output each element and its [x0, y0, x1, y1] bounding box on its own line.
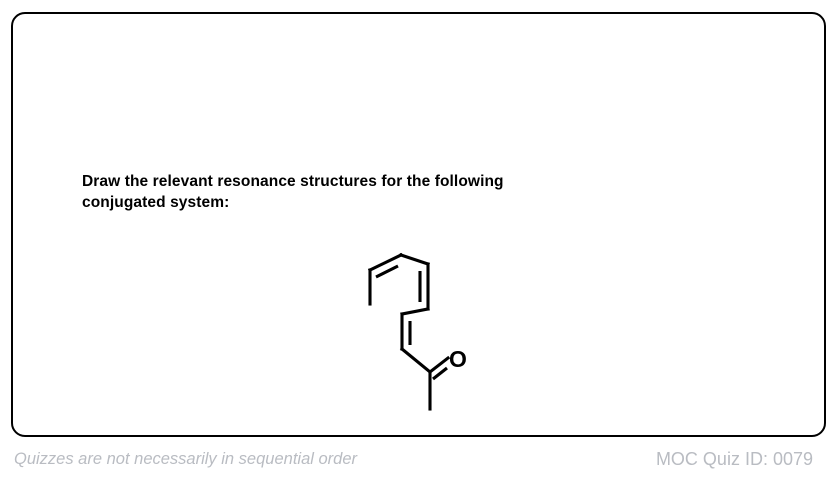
bond-c5-c6: [400, 307, 430, 316]
bond-c7-c8: [399, 346, 433, 375]
quiz-id-label: MOC Quiz ID: 0079: [655, 449, 813, 469]
prompt-line-2: conjugated system:: [82, 194, 230, 211]
chemical-structure-diagram: O: [343, 239, 503, 424]
bond-c2-c3-inner: [375, 264, 399, 279]
quiz-card: Draw the relevant resonance structures f…: [11, 12, 826, 437]
page-title: Draw the relevant resonance structures f…: [82, 171, 712, 213]
bond-c8-o-outer: [427, 355, 451, 375]
bond-c3-c4: [399, 253, 430, 266]
prompt-line-1: Draw the relevant resonance structures f…: [82, 173, 504, 190]
oxygen-atom-label: O: [449, 346, 467, 372]
double-bond-inner-lines: [375, 264, 448, 381]
bond-c8-o-inner: [432, 366, 448, 381]
footer-note: Quizzes are not necessarily in sequentia…: [14, 450, 358, 468]
bond-skeleton: [367, 252, 451, 411]
bond-c2-c3-outer: [367, 252, 404, 273]
footer: Quizzes are not necessarily in sequentia…: [0, 447, 836, 478]
